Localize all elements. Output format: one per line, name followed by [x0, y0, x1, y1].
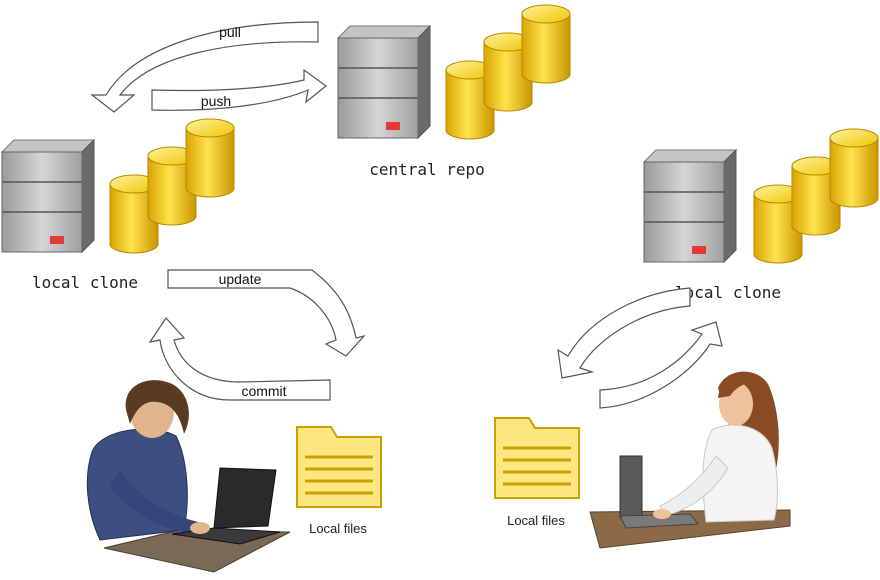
pull-label: pull — [219, 24, 241, 40]
database-icon — [185, 118, 235, 198]
woman-at-laptop-illustration — [589, 371, 791, 549]
database-icon — [829, 128, 879, 208]
update-arrow: update — [167, 269, 366, 357]
man-at-laptop-illustration — [86, 380, 291, 573]
update-label: update — [219, 271, 262, 287]
left-local-files: Local files — [295, 425, 383, 536]
commit-arrow: commit — [148, 317, 331, 401]
push-label: push — [201, 93, 231, 109]
right-sync-arrows — [557, 287, 723, 409]
left-local-clone-label: local clone — [32, 273, 138, 292]
central-repo-group: central repo — [337, 4, 571, 179]
right-local-clone-group: local clone — [643, 128, 879, 302]
left-server-icon — [1, 139, 95, 253]
right-local-files-label: Local files — [507, 513, 565, 528]
right-local-files: Local files — [493, 416, 581, 528]
right-local-clone-label: local clone — [675, 283, 781, 302]
left-local-clone-group: local clone — [1, 118, 235, 292]
right-server-icon — [643, 149, 737, 263]
central-repo-label: central repo — [369, 160, 485, 179]
folder-icon — [295, 425, 383, 509]
commit-label: commit — [241, 383, 286, 399]
central-server-icon — [337, 25, 431, 139]
pull-arrow: pull — [90, 21, 319, 113]
database-icon — [521, 4, 571, 84]
folder-icon — [493, 416, 581, 500]
left-local-files-label: Local files — [309, 521, 367, 536]
push-arrow: push — [151, 68, 327, 111]
